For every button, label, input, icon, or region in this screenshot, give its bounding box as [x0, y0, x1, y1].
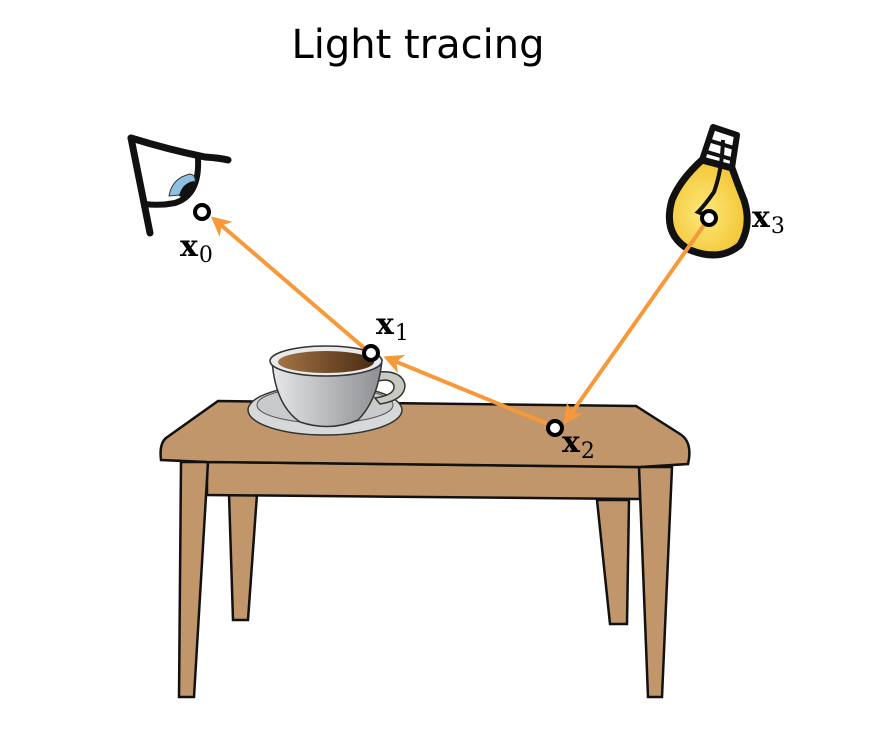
light-path [210, 216, 711, 429]
vertex-x0: x0 [180, 203, 213, 268]
svg-text:x3: x3 [752, 200, 785, 239]
eye-icon [127, 134, 232, 237]
table [159, 399, 691, 699]
vertex-x1: x1 [362, 307, 409, 362]
vertex-x2: x2 [546, 419, 595, 464]
light-bulb-icon [665, 124, 751, 259]
svg-text:x0: x0 [180, 229, 213, 268]
svg-text:x1: x1 [376, 307, 409, 346]
coffee-cup [247, 345, 406, 436]
vertex-x3: x3 [700, 200, 785, 239]
diagram-title: Light tracing [291, 22, 545, 68]
svg-text:x2: x2 [562, 425, 595, 464]
